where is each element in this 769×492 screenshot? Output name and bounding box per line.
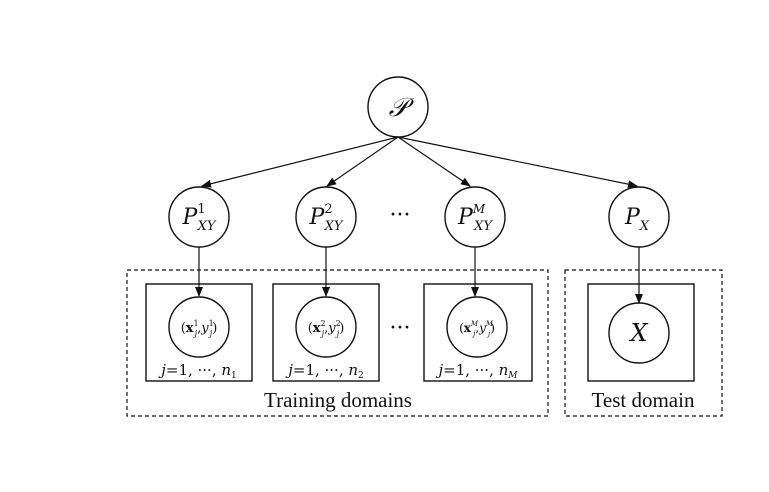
test-dist-label: PX [624, 205, 650, 234]
plate-m-j: j [435, 361, 443, 379]
test-x-label: X [628, 319, 648, 347]
dist-node-1-main: P [182, 205, 199, 230]
sample-1-open: ( [181, 321, 186, 336]
plate-1-index: j=1, ···, n1 [158, 361, 237, 381]
sample-2-close: ) [339, 321, 344, 336]
plate-m [423, 283, 533, 382]
training-domains-caption: Training domains [264, 388, 412, 412]
sample-m-y-sup: M [485, 320, 494, 328]
edge-root-to-p1 [201, 136, 399, 188]
test-dist-sub: X [639, 219, 650, 234]
sample-1-y-sub: j [208, 329, 213, 338]
test-dist-main: P [624, 205, 641, 230]
plate-m-range: =1, ···, [443, 361, 499, 379]
sample-m-x-sub: j [471, 330, 476, 338]
sample-2-y-sup: 2 [336, 319, 341, 328]
dist-node-1-sub: XY [197, 219, 217, 234]
test-dist-node: PX [608, 186, 670, 248]
plate-2-n: n [348, 361, 358, 379]
plate-2 [272, 283, 380, 382]
plate-1-n: n [221, 361, 231, 379]
dist-node-2-sub: XY [324, 219, 344, 234]
sample-m-y-sub: j [486, 330, 491, 338]
dist-node-m-sub: XY [473, 219, 493, 234]
plate-m-n: n [499, 361, 509, 379]
sample-2-y-sub: j [335, 329, 340, 338]
sample-1-close: ) [212, 321, 217, 336]
dist-ellipsis: ··· [390, 203, 411, 228]
dist-node-2-main: P [309, 205, 326, 230]
dist-node-2-sup: 2 [324, 202, 332, 217]
training-domains-box [126, 269, 549, 417]
dist-node-m-label: PM XY [457, 202, 493, 234]
sample-2-y: y [327, 321, 336, 336]
plate-1-n-sub: 1 [231, 371, 237, 381]
plate-2-n-sub: 2 [358, 371, 364, 381]
sample-m-open: ( [459, 321, 464, 335]
plate-2-j: j [285, 361, 293, 379]
plate-1-j: j [158, 361, 166, 379]
test-x-node: X [608, 302, 670, 364]
plate-test [587, 283, 695, 382]
sample-1-y: y [200, 321, 209, 336]
sample-m-x-sup: M [470, 320, 479, 328]
plate-1 [145, 283, 253, 382]
edges [195, 136, 643, 304]
dist-node-1-sup: 1 [197, 202, 205, 217]
sample-1-x-sup: 1 [194, 319, 199, 328]
sample-1-y-sup: 1 [209, 319, 214, 328]
sample-1-x: x [186, 321, 194, 336]
sample-2-x: x [313, 321, 321, 336]
sample-m-y: y [478, 321, 486, 335]
dist-node-m-sup: M [472, 202, 486, 216]
root-node: 𝒫 [367, 76, 429, 138]
dist-node-m-main: P [457, 205, 474, 230]
dist-node-m: PM XY [444, 186, 506, 248]
sample-ellipsis: ··· [390, 316, 411, 341]
edge-root-to-p2 [326, 136, 399, 187]
sample-1-comma: , [197, 321, 201, 336]
edge-root-to-px [397, 136, 638, 189]
sample-m-close: ) [490, 321, 495, 335]
sample-2-open: ( [308, 321, 313, 336]
edge-root-to-pm [397, 136, 471, 187]
plate-2-range: =1, ···, [293, 361, 349, 379]
sample-2-comma: , [324, 321, 328, 336]
sample-m-x: x [464, 321, 472, 335]
plate-1-range: =1, ···, [166, 361, 222, 379]
sample-2-x-sup: 2 [321, 319, 326, 328]
sample-2-x-sub: j [320, 329, 325, 338]
plate-m-n-sub: M [507, 371, 518, 381]
sample-1-x-sub: j [193, 329, 198, 338]
plate-m-index: j=1, ···, nM [435, 361, 518, 381]
test-domain-caption: Test domain [592, 388, 695, 412]
plate-2-index: j=1, ···, n2 [285, 361, 364, 381]
test-domain-box [564, 269, 723, 417]
sample-m-comma: , [475, 321, 479, 335]
